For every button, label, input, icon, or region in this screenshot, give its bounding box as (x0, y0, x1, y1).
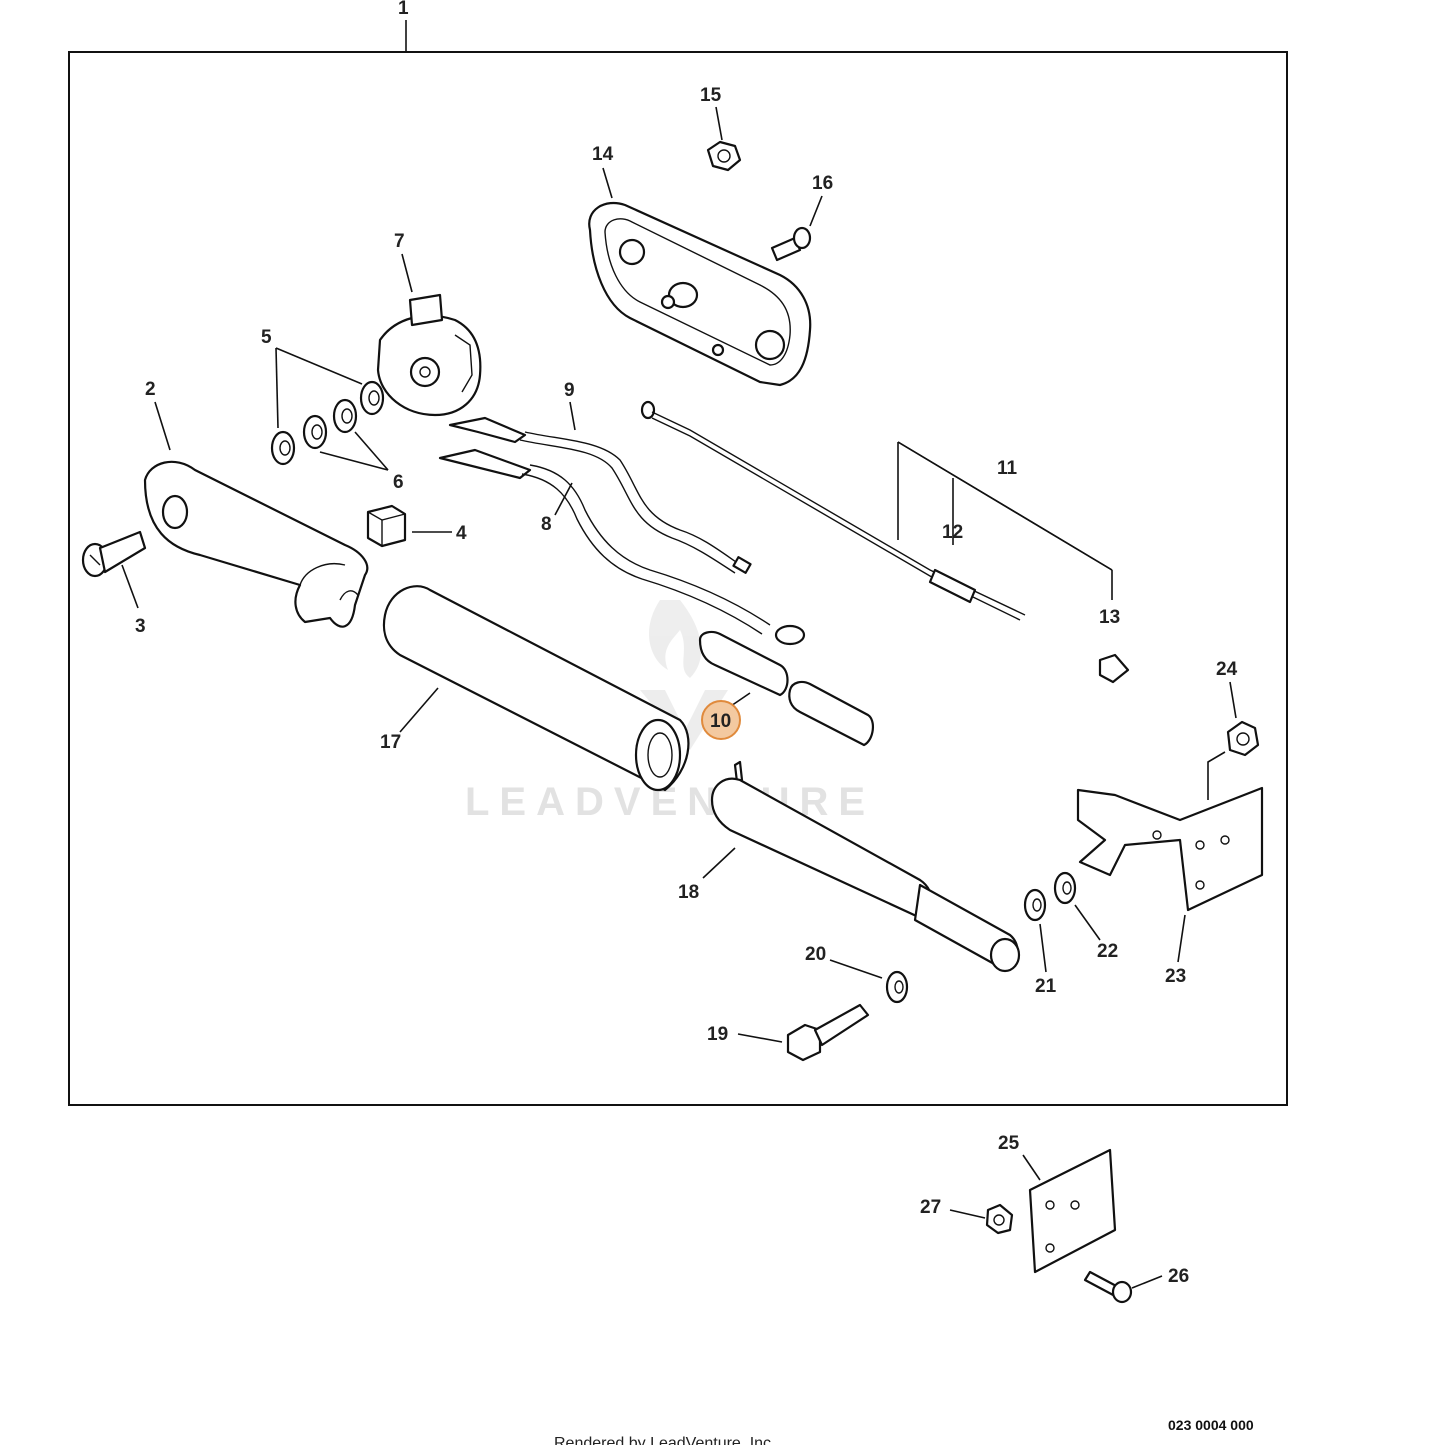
callout-15[interactable]: 15 (700, 85, 722, 106)
part-10-spring[interactable] (698, 630, 874, 747)
drawing-reference: 023 0004 000 (1168, 1417, 1254, 1433)
svg-text:17: 17 (380, 732, 401, 753)
callout-10[interactable]: 10 (710, 711, 731, 732)
part-8-wire-harness[interactable] (438, 448, 806, 646)
part-23-bracket[interactable] (1076, 786, 1264, 912)
callout-group: 2 3 4 5 6 7 8 9 10 11 12 13 14 15 16 17 … (135, 85, 1238, 1287)
svg-text:19: 19 (707, 1024, 728, 1045)
svg-text:3: 3 (135, 616, 146, 637)
callout-21[interactable]: 21 (1035, 976, 1057, 997)
callout-17[interactable]: 17 (380, 732, 401, 753)
svg-text:6: 6 (393, 472, 404, 493)
callout-23[interactable]: 23 (1165, 966, 1186, 987)
callout-7[interactable]: 7 (394, 231, 405, 252)
svg-text:23: 23 (1165, 966, 1186, 987)
svg-text:9: 9 (564, 380, 575, 401)
callout-1[interactable]: 1 (398, 0, 409, 19)
callout-12[interactable]: 12 (942, 522, 963, 543)
svg-text:26: 26 (1168, 1266, 1189, 1287)
part-13-bushing[interactable] (1098, 653, 1130, 684)
callout-11[interactable]: 11 (997, 458, 1018, 479)
part-18-drive-shaft[interactable] (710, 760, 1021, 973)
part-15-nut[interactable] (706, 140, 742, 172)
callout-6[interactable]: 6 (393, 472, 404, 493)
svg-text:20: 20 (805, 944, 826, 965)
callout-20[interactable]: 20 (805, 944, 826, 965)
part-9-wire-harness[interactable] (448, 416, 752, 574)
svg-text:2: 2 (145, 379, 156, 400)
part-11-throttle-cable[interactable] (640, 400, 1026, 621)
svg-text:12: 12 (942, 522, 963, 543)
callout-8[interactable]: 8 (541, 514, 552, 535)
part-6-washers[interactable] (302, 398, 358, 450)
part-7-switch-housing[interactable] (376, 293, 482, 417)
callout-27[interactable]: 27 (920, 1197, 941, 1218)
svg-text:27: 27 (920, 1197, 941, 1218)
svg-text:25: 25 (998, 1133, 1020, 1154)
footer-credit: Rendered by LeadVenture, Inc. (554, 1435, 776, 1445)
callout-5[interactable]: 5 (261, 327, 272, 348)
svg-text:4: 4 (456, 523, 467, 544)
svg-text:14: 14 (592, 144, 614, 165)
part-4-block[interactable] (366, 504, 407, 548)
part-26-screw[interactable] (1083, 1270, 1133, 1304)
watermark-logo (640, 600, 728, 750)
svg-text:13: 13 (1099, 607, 1120, 628)
assembly-frame (68, 51, 1288, 1106)
svg-text:10: 10 (710, 711, 731, 732)
part-24-nut[interactable] (1226, 720, 1260, 757)
svg-text:7: 7 (394, 231, 405, 252)
svg-text:16: 16 (812, 173, 833, 194)
callout-22[interactable]: 22 (1097, 941, 1118, 962)
part-2-handle-housing[interactable] (143, 460, 369, 628)
svg-text:15: 15 (700, 85, 722, 106)
callout-13[interactable]: 13 (1099, 607, 1120, 628)
callout-3[interactable]: 3 (135, 616, 146, 637)
part-22-washer[interactable] (1053, 871, 1077, 905)
svg-text:24: 24 (1216, 659, 1238, 680)
callout-19[interactable]: 19 (707, 1024, 728, 1045)
part-16-screw[interactable] (770, 226, 812, 262)
part-20-washer[interactable] (885, 970, 909, 1004)
callout-16[interactable]: 16 (812, 173, 833, 194)
callout-26[interactable]: 26 (1168, 1266, 1189, 1287)
part-27-nut[interactable] (985, 1203, 1014, 1235)
svg-text:8: 8 (541, 514, 552, 535)
svg-text:21: 21 (1035, 976, 1057, 997)
callout-18[interactable]: 18 (678, 882, 699, 903)
svg-text:18: 18 (678, 882, 699, 903)
callout-10-highlight (701, 700, 741, 740)
part-21-washer[interactable] (1023, 888, 1047, 922)
svg-text:5: 5 (261, 327, 272, 348)
svg-text:11: 11 (997, 458, 1018, 479)
part-17-bellows[interactable] (382, 585, 690, 792)
callout-24[interactable]: 24 (1216, 659, 1238, 680)
leader-lines (121, 106, 1237, 1289)
part-19-bolt[interactable] (786, 1003, 870, 1062)
part-14-housing-cover[interactable] (588, 201, 812, 387)
callout-9[interactable]: 9 (564, 380, 575, 401)
callout-14[interactable]: 14 (592, 144, 614, 165)
part-25-plate[interactable] (1028, 1148, 1117, 1274)
part-5-washers[interactable] (270, 380, 385, 466)
callout-2[interactable]: 2 (145, 379, 156, 400)
callout-4[interactable]: 4 (456, 523, 467, 544)
part-3-screw[interactable] (81, 530, 147, 578)
svg-text:22: 22 (1097, 941, 1118, 962)
part-12-cable-adjuster[interactable] (928, 568, 977, 604)
callout-25[interactable]: 25 (998, 1133, 1020, 1154)
